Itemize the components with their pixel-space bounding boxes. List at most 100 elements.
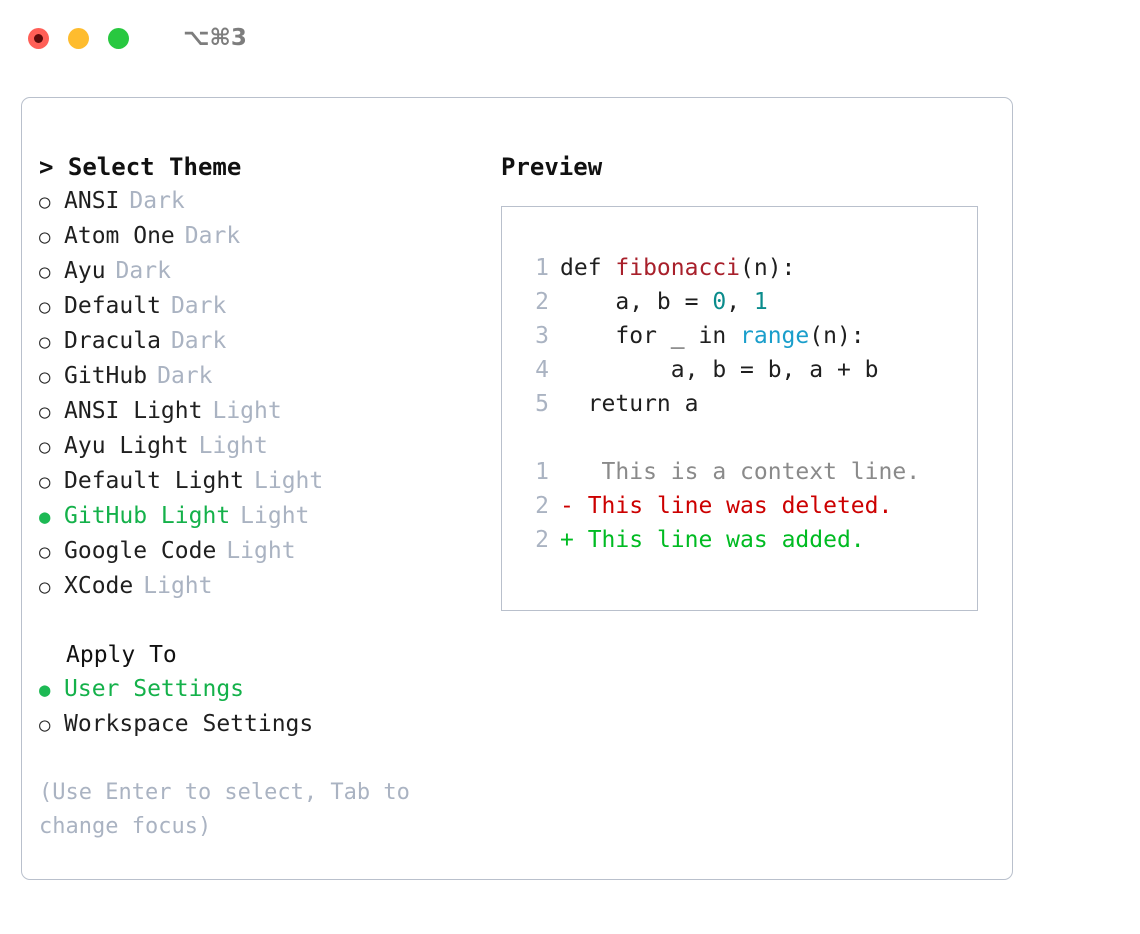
theme-option-variant-tag: Light bbox=[212, 398, 282, 424]
theme-option-variant-tag: Dark bbox=[184, 223, 241, 249]
code-line-content: a, b = b, a + b bbox=[560, 353, 879, 387]
apply-to-header: Apply To bbox=[66, 642, 177, 668]
theme-option-variant-tag: Light bbox=[198, 433, 268, 459]
diff-marker bbox=[560, 455, 574, 489]
apply-to-option-label: Workspace Settings bbox=[64, 711, 314, 737]
theme-option-dracula[interactable]: ○ Dracula Dark bbox=[39, 324, 499, 359]
code-token-num: 1 bbox=[753, 289, 768, 315]
theme-option-variant-tag: Dark bbox=[170, 293, 227, 319]
diff-marker: + bbox=[560, 527, 574, 553]
line-number: 2 bbox=[535, 527, 549, 553]
theme-option-variant-tag: Light bbox=[226, 538, 296, 564]
code-token-plain: (n): bbox=[740, 255, 796, 281]
theme-option-label: ANSI bbox=[64, 188, 120, 214]
theme-option-label: Ayu Light bbox=[64, 433, 189, 459]
title-bar: ⌥⌘3 bbox=[0, 0, 1140, 76]
theme-option-variant-tag: Dark bbox=[115, 258, 171, 284]
radio-unselected-icon: ○ bbox=[39, 261, 51, 283]
code-token-plain: return a bbox=[560, 391, 699, 417]
radio-unselected-icon: ○ bbox=[39, 296, 51, 318]
diff-line-deleted: 2- This line was deleted. bbox=[521, 489, 977, 523]
apply-to-option-list[interactable]: ● User Settings ○ Workspace Settings bbox=[39, 672, 499, 742]
theme-option-label: ANSI Light bbox=[64, 398, 203, 424]
theme-option-variant-tag: Light bbox=[143, 573, 213, 599]
theme-option-label: Dracula bbox=[64, 328, 161, 354]
radio-unselected-icon: ○ bbox=[39, 191, 51, 213]
radio-unselected-icon: ○ bbox=[39, 331, 51, 353]
theme-option-ansi-light[interactable]: ○ ANSI Light Light bbox=[39, 394, 499, 429]
select-theme-header: > Select Theme bbox=[39, 153, 242, 181]
radio-unselected-icon: ○ bbox=[39, 401, 51, 423]
close-button[interactable] bbox=[28, 27, 49, 49]
keyboard-hint-text: (Use Enter to select, Tab to change focu… bbox=[39, 780, 410, 839]
theme-option-default[interactable]: ○ Default Dark bbox=[39, 289, 499, 324]
apply-to-option-user-settings[interactable]: ● User Settings bbox=[39, 672, 499, 707]
code-token-plain: , bbox=[726, 289, 754, 315]
theme-option-ayu[interactable]: ○ Ayu Dark bbox=[39, 254, 499, 289]
diff-line-context: 1 This is a context line. bbox=[521, 455, 977, 489]
radio-unselected-icon: ○ bbox=[39, 576, 51, 598]
code-line-content: a, b = 0, 1 bbox=[560, 285, 768, 319]
radio-unselected-icon: ○ bbox=[39, 366, 51, 388]
theme-option-label: Google Code bbox=[64, 538, 217, 564]
diff-line-added: 2 + This line was added. bbox=[521, 523, 977, 557]
radio-selected-icon: ● bbox=[39, 506, 51, 528]
code-line: 5 return a bbox=[521, 387, 977, 421]
line-number: 4 bbox=[535, 357, 549, 383]
maximize-button[interactable] bbox=[108, 27, 129, 49]
code-line-content: return a bbox=[560, 387, 699, 421]
code-line: 2 a, b = 0, 1 bbox=[521, 285, 977, 319]
minimize-button[interactable] bbox=[68, 27, 89, 49]
theme-option-google-code[interactable]: ○ Google Code Light bbox=[39, 534, 499, 569]
diff-line-text: This line was deleted. bbox=[573, 493, 893, 519]
radio-unselected-icon: ○ bbox=[39, 226, 51, 248]
theme-option-label: Atom One bbox=[64, 223, 175, 249]
code-token-plain: (n): bbox=[809, 323, 865, 349]
theme-option-ansi[interactable]: ○ ANSI Dark bbox=[39, 184, 499, 219]
theme-option-label: Ayu bbox=[64, 258, 106, 284]
code-line: 4 a, b = b, a + b bbox=[521, 353, 977, 387]
code-token-plain: a, b = b, a + b bbox=[560, 357, 879, 383]
theme-option-default-light[interactable]: ○ Default Light Light bbox=[39, 464, 499, 499]
line-number: 5 bbox=[535, 391, 549, 417]
radio-unselected-icon: ○ bbox=[39, 541, 51, 563]
code-token-num: 0 bbox=[712, 289, 727, 315]
radio-unselected-icon: ○ bbox=[39, 714, 51, 736]
apply-to-option-label: User Settings bbox=[64, 676, 245, 702]
line-number: 2 bbox=[535, 289, 549, 315]
window-controls bbox=[28, 27, 129, 49]
preview-header: Preview bbox=[501, 153, 603, 181]
diff-line-text: This is a context line. bbox=[573, 459, 921, 485]
apply-to-option-workspace-settings[interactable]: ○ Workspace Settings bbox=[39, 707, 499, 742]
diff-line-text: This line was added. bbox=[573, 527, 865, 553]
theme-option-variant-tag: Dark bbox=[170, 328, 227, 354]
theme-option-variant-tag: Dark bbox=[129, 188, 185, 214]
theme-option-atom-one[interactable]: ○ Atom One Dark bbox=[39, 219, 499, 254]
code-token-call: range bbox=[740, 323, 810, 349]
code-token-fn: fibonacci bbox=[615, 255, 741, 281]
code-token-plain: def bbox=[560, 255, 616, 281]
theme-option-label: Default Light bbox=[64, 468, 245, 494]
line-number: 2 bbox=[535, 493, 549, 519]
theme-option-label: Default bbox=[64, 293, 161, 319]
code-line: 3 for _ in range(n): bbox=[521, 319, 977, 353]
code-line-content: for _ in range(n): bbox=[560, 319, 865, 353]
code-line-content: def fibonacci(n): bbox=[560, 251, 795, 285]
window-title: ⌥⌘3 bbox=[183, 25, 247, 51]
apply-to-section: Apply To ● User Settings ○ Workspace Settin… bbox=[39, 638, 499, 742]
radio-unselected-icon: ○ bbox=[39, 471, 51, 493]
theme-option-variant-tag: Light bbox=[254, 468, 324, 494]
theme-option-variant-tag: Light bbox=[240, 503, 310, 529]
diff-block: 1 This is a context line.2- This line wa… bbox=[521, 455, 977, 557]
radio-selected-icon: ● bbox=[39, 679, 51, 701]
